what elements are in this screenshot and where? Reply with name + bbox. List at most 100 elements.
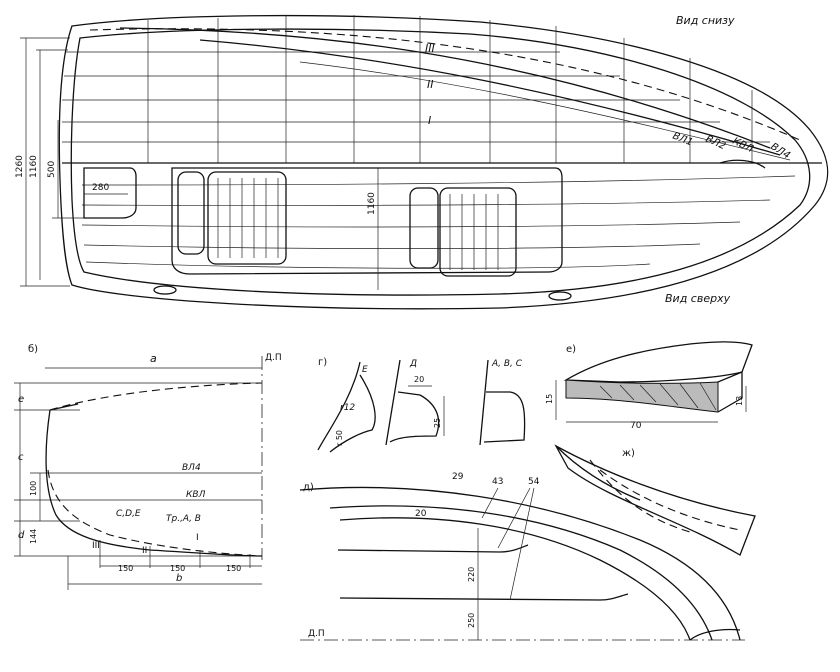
waterline-label-vl2: ВЛ2 — [704, 134, 727, 152]
label-220: 220 — [467, 567, 476, 582]
transom-seat — [83, 167, 137, 219]
panel-label-d: д) — [303, 482, 314, 493]
label-29: 29 — [452, 472, 464, 482]
label-250: 250 — [467, 613, 476, 628]
dim-a: a — [150, 352, 157, 365]
profile-e-inner — [329, 374, 376, 453]
profile-d-inner — [389, 391, 440, 443]
top-view-label: Вид сверху — [665, 292, 731, 305]
zh-scarf-dashed-2 — [589, 459, 691, 533]
label-r50: r 50 — [335, 430, 344, 446]
label-20: 20 — [415, 509, 427, 519]
section-b-hull — [45, 409, 263, 557]
hull-plan-view: III II I ВЛ1 ВЛ2 КВЛ ВЛ4 Вид снизу Вид с… — [15, 14, 829, 310]
dim-1260: 1260 — [15, 37, 70, 287]
plank-top-face — [563, 341, 753, 383]
d-sheer-outer — [299, 486, 741, 641]
section-zh-joint: ж) — [554, 444, 756, 556]
chine-ii-b: II — [142, 546, 147, 556]
label-abc: А, В, С — [491, 359, 523, 369]
sheer-line — [70, 28, 811, 296]
section-e-plank: е) 15 13 70 — [545, 341, 753, 431]
dim-70: 70 — [630, 421, 642, 431]
dim-280: 280 — [84, 183, 128, 195]
svg-text:1260: 1260 — [15, 155, 25, 178]
bow-fitting — [719, 159, 766, 169]
chine-iii-b: III — [92, 541, 100, 551]
chine-curve-i — [299, 61, 791, 161]
label-d25: 25 — [433, 418, 442, 428]
panel-label-b: б) — [28, 344, 38, 355]
panel-label-g: г) — [318, 357, 327, 368]
zh-edge-1 — [555, 445, 641, 501]
chine-label-i: I — [428, 114, 431, 127]
waterline-label-vl4: ВЛ4 — [768, 141, 791, 161]
label-vl4: ВЛ4 — [182, 463, 201, 473]
label-r12: r12 — [340, 403, 355, 413]
spacing-2: 150 — [170, 564, 185, 573]
label-43: 43 — [492, 477, 503, 487]
plank-cross-section — [565, 379, 719, 413]
profile-d-outer — [385, 359, 401, 446]
d-clamp — [339, 517, 691, 641]
dim-15: 15 — [545, 394, 554, 404]
bottom-view-label: Вид снизу — [676, 14, 735, 27]
label-d20: 20 — [414, 375, 424, 384]
dim-1160-centre: 1160 — [367, 168, 379, 290]
svg-text:1160: 1160 — [29, 155, 39, 178]
deck-edge-dashed — [89, 28, 801, 141]
fitting-forward — [548, 291, 572, 301]
chine-grid-lines — [62, 51, 770, 143]
dim-c: c — [18, 452, 24, 463]
svg-text:500: 500 — [47, 161, 57, 178]
chine-label-ii: II — [427, 78, 434, 91]
dim-e: e — [18, 394, 24, 405]
spacing-3: 150 — [226, 564, 241, 573]
dim-144: 144 — [29, 529, 38, 544]
profile-abc-inner — [483, 391, 526, 443]
dim-b: b — [176, 573, 182, 584]
label-d: Д — [409, 359, 417, 369]
chine-i-b: I — [196, 533, 199, 543]
dim-d: d — [18, 530, 25, 541]
panel-label-e: е) — [566, 344, 576, 355]
fitting-aft — [153, 285, 177, 295]
svg-text:1160: 1160 — [367, 192, 377, 215]
section-g-profiles: г) E r12 r 50 Д 20 25 А, В, С — [317, 357, 526, 453]
chine-curve-ii — [199, 39, 781, 156]
d-stringer-1 — [337, 544, 529, 553]
waterline-label-kvl: КВЛ — [731, 136, 756, 156]
section-b-deck-dashed — [49, 382, 263, 411]
d-stringer-2 — [339, 593, 629, 601]
section-b-chine-dashed — [47, 469, 263, 557]
section-d-bow-plan: д) 29 20 43 54 220 250 Д.П — [299, 472, 745, 641]
chine-curve-iii — [119, 27, 771, 149]
cockpit-outline — [171, 167, 563, 275]
waterline-label-vl1: ВЛ1 — [671, 131, 694, 149]
label-cde: C,D,E — [116, 509, 141, 519]
svg-text:280: 280 — [92, 183, 109, 193]
dim-13: 13 — [735, 396, 744, 406]
profile-e-outer — [317, 361, 361, 451]
label-54: 54 — [528, 477, 540, 487]
spacing-1: 150 — [118, 564, 133, 573]
station-lines — [147, 15, 753, 163]
panel-label-zh: ж) — [622, 448, 635, 459]
plank-end-face — [717, 371, 743, 413]
hull-outline — [58, 14, 829, 310]
seat-grating-aft — [177, 171, 287, 265]
zh-scarf-dashed-1 — [599, 469, 741, 531]
section-b-gunwale — [49, 403, 79, 411]
dp-label-b: Д.П — [265, 353, 282, 363]
seat-grating-forward — [409, 187, 517, 277]
dim-100: 100 — [29, 481, 38, 496]
section-b-midship: б) a Д.П e c d 100 144 ВЛ4 КВЛ C,D,E Тр.… — [14, 344, 282, 590]
dp-label-d: Д.П — [308, 629, 325, 639]
label-trab: Тр.,А, В — [166, 514, 201, 524]
planking-lines — [81, 175, 796, 269]
profile-abc-outer — [479, 359, 489, 446]
chine-label-iii: III — [425, 42, 435, 55]
label-kvl: КВЛ — [186, 490, 206, 500]
